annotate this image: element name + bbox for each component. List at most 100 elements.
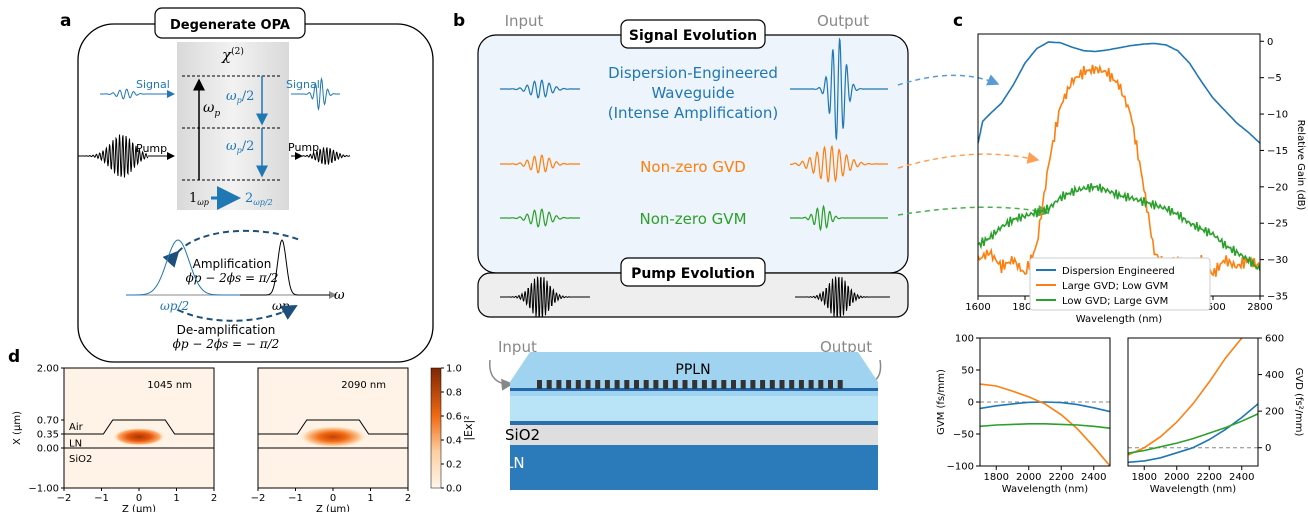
poling-domain: [818, 380, 824, 389]
x-axis-label: Z (μm): [122, 504, 156, 512]
x-tick-label: 2: [405, 493, 411, 504]
device-sio2: [510, 425, 878, 445]
pump-in-label: Pump: [136, 142, 167, 155]
poling-domain: [595, 380, 601, 389]
device-ln-substrate: [510, 445, 878, 490]
poling-domain: [624, 380, 630, 389]
waveguide-outline: [64, 419, 214, 435]
signal-in-label: Signal: [136, 78, 170, 91]
x-tick-label: 1800: [1012, 302, 1037, 313]
x-tick-label: 1: [173, 493, 179, 504]
pump-spectrum: [240, 239, 330, 296]
y-tick-label: 0: [1267, 37, 1273, 48]
amplification-eq: ϕp − 2ϕs = π/2: [186, 271, 279, 285]
poling-domain: [537, 380, 542, 389]
layer-sio2-label: SiO2: [69, 454, 92, 465]
chi2-crystal: [177, 42, 289, 210]
series-line-2: [978, 183, 1260, 271]
y-axis-label: GVM (fs/mm): [936, 369, 947, 435]
link-arrow-de: [897, 74, 1000, 86]
poling-domain: [837, 380, 843, 389]
amplification-label: Amplification: [193, 257, 272, 271]
poling-domain: [692, 380, 698, 389]
device-front-face: [510, 396, 878, 421]
series-line-2: [1128, 413, 1258, 454]
opa-title: Degenerate OPA: [170, 18, 290, 33]
x-tick-label: −2: [57, 493, 72, 504]
deamplification-label: De-amplification: [177, 323, 276, 337]
x-tick-label: 2400: [1229, 472, 1254, 483]
signal-evolution-title-box: [620, 19, 766, 49]
b-input-label: Input: [505, 12, 544, 30]
series-line-1: [980, 383, 1110, 466]
series-line-0: [1128, 403, 1258, 464]
poling-domain: [672, 380, 678, 389]
y-tick-label: 0.00: [37, 444, 59, 455]
ppln-poling: [537, 380, 843, 389]
poling-domain: [721, 380, 727, 389]
deamplification-arc: [177, 305, 298, 322]
opa-title-box: [154, 7, 306, 39]
panel-c-label: c: [953, 11, 963, 31]
row1-input-pulse: [500, 79, 580, 99]
cbar-tick-label: 0.0: [446, 484, 462, 495]
poling-domain: [731, 380, 736, 389]
half-omega-1: ωp/2: [226, 89, 254, 105]
panel-a-label: a: [60, 11, 71, 31]
colorbar-ticks: 1.00.80.60.40.20.0: [441, 364, 462, 495]
device-ln-film: [510, 391, 878, 396]
legend-label: Low GVD; Large GVM: [1062, 296, 1168, 307]
poling-domain: [711, 380, 717, 389]
y-tick-label: 200: [1265, 407, 1284, 418]
signal-spectrum: [126, 239, 240, 296]
series-line-0: [978, 41, 1260, 144]
deamplification-eq: ϕp − 2ϕs = − π/2: [173, 337, 280, 351]
y-tick-label: 100: [955, 334, 974, 345]
layer-air-label: Air: [69, 422, 84, 433]
poling-domain: [750, 380, 756, 389]
plot-frame: [1127, 337, 1259, 467]
y-tick-label: 0.35: [37, 430, 59, 441]
b-output-label: Output: [817, 12, 869, 30]
x-tick-label: 1600: [965, 302, 990, 313]
ppln-label: PPLN: [675, 362, 710, 378]
map-wavelength-label: 1045 nm: [147, 380, 192, 391]
layer-ln-label: LN: [69, 438, 82, 449]
x-tick-label: 2: [211, 493, 217, 504]
half-omega-2: ωp/2: [226, 139, 254, 155]
device-input-label: Input: [498, 338, 537, 356]
omega-axis-label: ω: [334, 288, 345, 303]
amplification-arc: [162, 229, 301, 268]
map-wavelength-label: 2090 nm: [341, 380, 386, 391]
y-tick-label: −100: [947, 462, 974, 473]
device-output-label: Output: [820, 338, 872, 356]
y-tick-label: −30: [1267, 255, 1288, 266]
poling-domain: [682, 380, 688, 389]
cbar-tick-label: 0.6: [446, 412, 462, 423]
poling-domain: [585, 380, 591, 389]
x-axis-label: Z (μm): [316, 504, 350, 512]
y-tick-label: −5: [1267, 73, 1282, 84]
y-tick-label: 0: [968, 398, 974, 409]
poling-domain: [546, 380, 552, 389]
row2-input-pulse: [500, 154, 580, 174]
y-tick-label: −10: [1267, 110, 1288, 121]
y-axis-label: X (μm): [12, 411, 23, 445]
poling-domain: [604, 380, 610, 389]
poling-domain: [634, 380, 639, 389]
pump-output-pulse: [795, 276, 890, 318]
y-tick-label: 600: [1265, 334, 1284, 345]
row2-output-pulse: [789, 144, 888, 184]
device-top-face: [510, 352, 878, 382]
x-tick-label: 0: [136, 493, 142, 504]
tick-half-omega: ωp/2: [160, 299, 189, 313]
signal-in-pulse: [100, 88, 150, 100]
pump-out-label: Pump: [288, 141, 319, 154]
x-tick-label: 1: [367, 493, 373, 504]
row1-label-line1: Dispersion-Engineered: [608, 64, 778, 82]
signal-evolution-title: Signal Evolution: [629, 28, 757, 44]
x-tick-label: 1800: [984, 472, 1009, 483]
